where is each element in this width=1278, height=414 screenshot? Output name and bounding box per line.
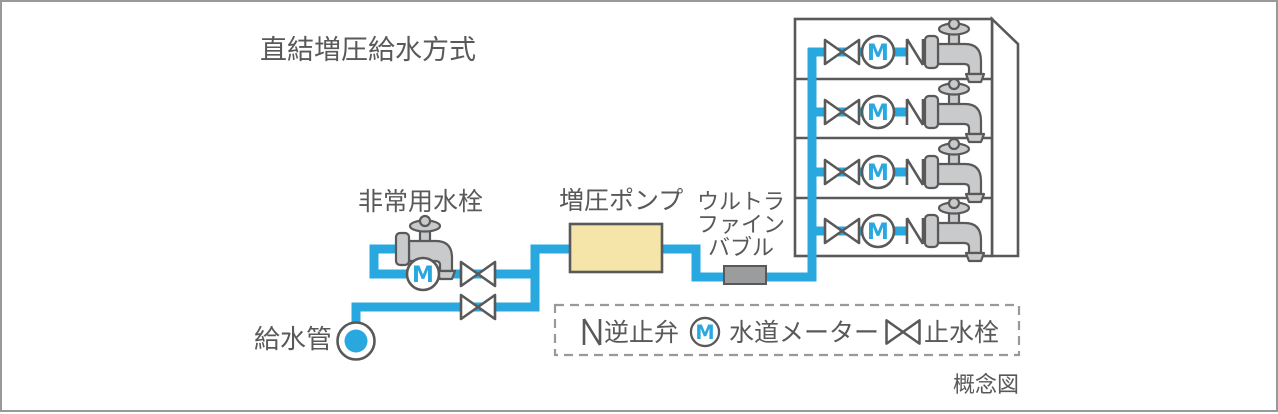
water-meter-icon	[860, 154, 896, 190]
emergency-tap-label: 非常用水栓	[358, 187, 483, 216]
legend-check-valve-icon	[582, 317, 602, 347]
water-meter-icon	[860, 34, 896, 70]
water-meter-icon	[860, 213, 896, 249]
stop-valve-icon	[459, 293, 497, 321]
svg-text:ファイン: ファイン	[697, 213, 785, 238]
pipe-main-supply	[351, 244, 572, 327]
supply-pipe-inlet	[336, 321, 376, 361]
legend-box	[553, 303, 1021, 357]
legend-water-meter-icon	[689, 316, 721, 348]
ufb-label: ウルトラ ファイン バブル	[697, 190, 785, 261]
pipe-riser	[764, 48, 817, 282]
diagram-title: 直結増圧給水方式	[260, 35, 476, 66]
legend-water-meter-label: 水道メーター	[729, 318, 879, 347]
svg-text:バブル: バブル	[708, 236, 774, 261]
supply-pipe-inlet-core	[344, 329, 368, 353]
booster-pump-box	[568, 222, 664, 274]
caption-conceptual-diagram: 概念図	[953, 373, 1019, 398]
legend-stop-valve-label: 止水栓	[924, 318, 999, 347]
legend-check-valve-label: 逆止弁	[604, 318, 679, 347]
legend: 逆止弁 水道メーター 止水栓	[553, 303, 1021, 357]
supply-pipe-label: 給水管	[254, 325, 332, 355]
svg-text:ウルトラ: ウルトラ	[697, 190, 785, 215]
booster-pump-label: 増圧ポンプ	[559, 186, 683, 215]
building-side	[990, 15, 1020, 258]
legend-stop-valve-icon	[885, 319, 921, 345]
pipe-pump-outlet	[661, 244, 726, 282]
water-meter-icon	[405, 256, 441, 292]
water-meter-icon	[860, 94, 896, 130]
ufb-device-box	[723, 265, 767, 285]
stop-valve-icon	[459, 260, 497, 288]
